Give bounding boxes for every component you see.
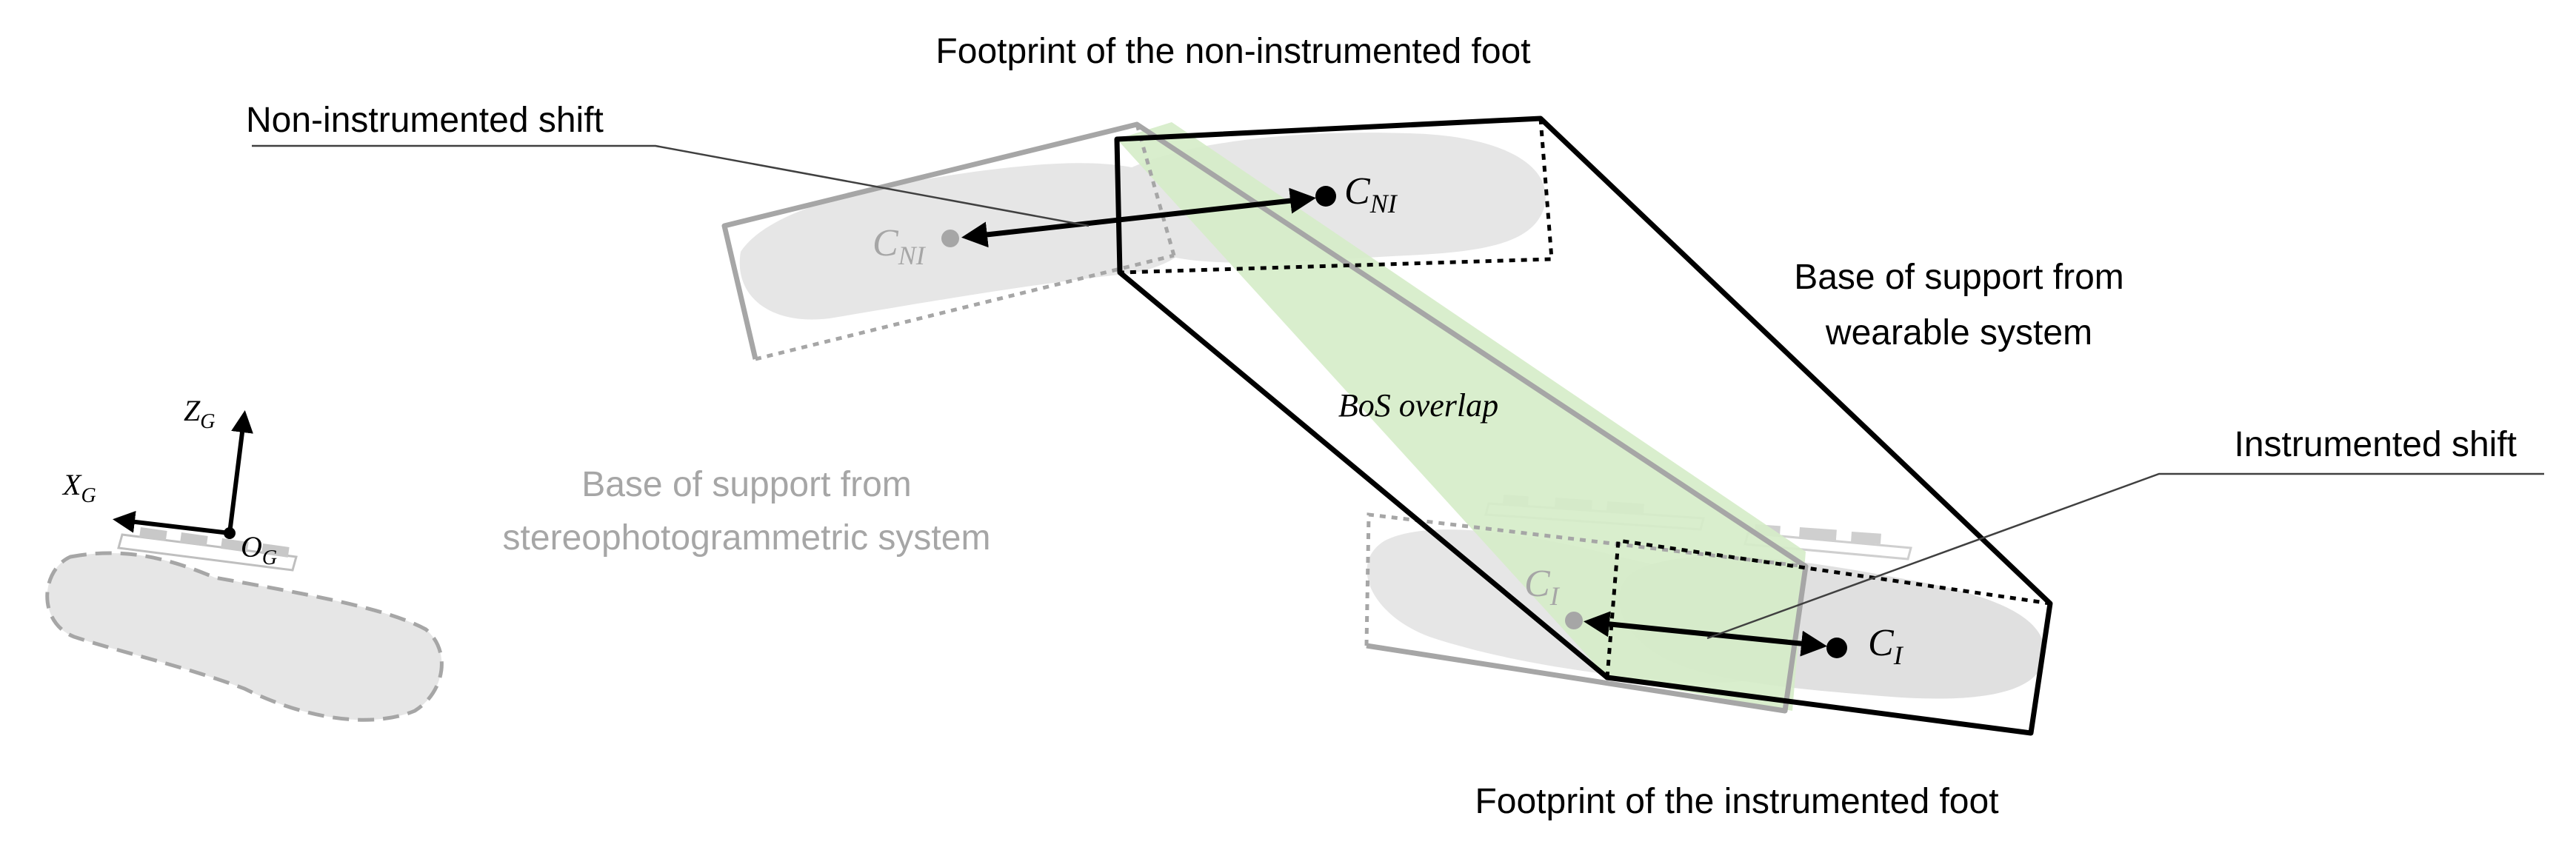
non-instrumented-shift-pointer xyxy=(252,144,1090,227)
instrumented-shift-arrow xyxy=(1584,611,1827,657)
centroid-ni-stereo xyxy=(941,230,959,247)
x-axis-arrow xyxy=(113,510,230,535)
centroid-i-wearable-label: CI xyxy=(1868,622,1904,670)
origin-label: OG xyxy=(241,530,277,569)
bos-stereo-dotted-mid xyxy=(755,253,1175,361)
bos-stereophotogrammetric xyxy=(721,121,1809,714)
x-axis-label: XG xyxy=(61,468,96,507)
footprint-non-instrumented-label: Footprint of the non-instrumented foot xyxy=(935,32,1530,71)
global-frame: ZG XG OG xyxy=(45,394,444,722)
bos-stereo-label-line1: Base of support from xyxy=(581,465,912,504)
non-instrumented-shift-label: Non-instrumented shift xyxy=(246,101,604,140)
instrumented-shift-label: Instrumented shift xyxy=(2234,425,2517,464)
bos-wearable xyxy=(1114,116,2053,736)
bos-stereo-label-line2: stereophotogrammetric system xyxy=(503,518,991,558)
footprint-instrumented-label: Footprint of the instrumented foot xyxy=(1475,782,1998,821)
origin-point xyxy=(224,527,236,539)
centroid-ni-wearable xyxy=(1315,186,1336,207)
centroid-i-stereo xyxy=(1565,612,1583,629)
z-axis-arrow xyxy=(227,410,253,534)
bos-overlap-label: BoS overlap xyxy=(1338,387,1498,424)
non-instrumented-shift-arrow xyxy=(961,187,1316,248)
bos-wearable-label-line2: wearable system xyxy=(1825,313,2092,352)
instrumented-shift-pointer xyxy=(1706,472,2544,640)
bos-wearable-label-line1: Base of support from xyxy=(1794,258,2124,297)
reference-foot-outline xyxy=(45,551,444,722)
z-axis-label: ZG xyxy=(184,394,215,433)
bos-stereo-dotted-bottom xyxy=(1364,512,1806,646)
centroid-ni-wearable-label: CNI xyxy=(1344,170,1398,218)
centroids xyxy=(941,186,1847,658)
centroid-i-wearable xyxy=(1826,638,1847,658)
reference-insole xyxy=(117,527,298,572)
bos-wearable-dotted-top xyxy=(1119,118,1554,275)
centroid-i-stereo-label: CI xyxy=(1524,563,1561,611)
bos-stereo-outline xyxy=(721,121,1809,714)
bos-overlap-area xyxy=(1117,122,1806,711)
bos-wearable-dotted-bottom xyxy=(1605,538,2051,678)
centroid-ni-stereo-label: CNI xyxy=(872,222,927,270)
